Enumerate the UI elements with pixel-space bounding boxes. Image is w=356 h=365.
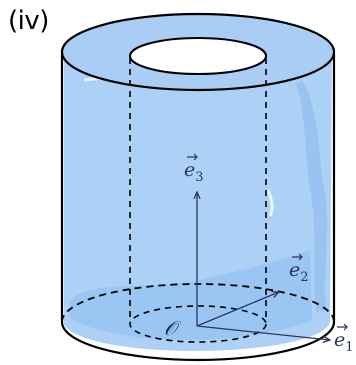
outer-bottom-back-dashed <box>61 283 335 323</box>
svg-text:e1: e1 <box>334 329 354 355</box>
inner-bottom-dashed-ellipse <box>129 305 267 343</box>
e1-arrow <box>196 325 330 340</box>
e1-label: e1 <box>334 323 354 355</box>
e3-label: e3 <box>184 153 204 185</box>
svg-text:e3: e3 <box>184 159 204 185</box>
basis-vectors <box>197 192 330 340</box>
e2-label: e2 <box>289 253 309 285</box>
panel-label: (iv) <box>8 6 49 36</box>
e2-arrow <box>196 292 279 327</box>
svg-text:e2: e2 <box>289 259 309 285</box>
inner-top-ellipse <box>129 37 267 75</box>
